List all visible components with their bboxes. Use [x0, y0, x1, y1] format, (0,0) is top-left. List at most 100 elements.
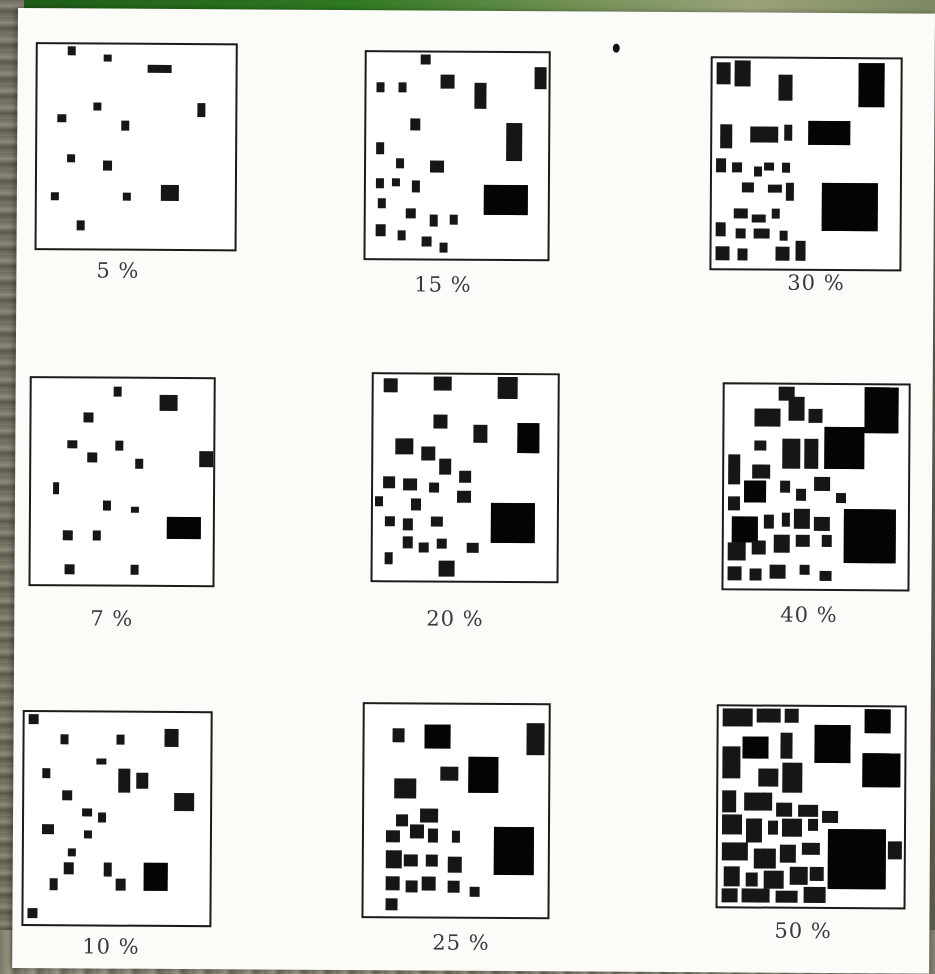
ink-block	[452, 831, 460, 843]
ink-block	[752, 214, 766, 222]
ink-block	[715, 246, 729, 260]
ink-block	[498, 377, 518, 399]
ink-block	[87, 452, 97, 462]
ink-block	[742, 736, 768, 758]
ink-block	[742, 888, 770, 902]
ink-block	[375, 496, 383, 506]
ink-block	[491, 503, 535, 543]
ink-block	[386, 876, 400, 890]
ink-block	[27, 908, 37, 918]
ink-block	[104, 55, 112, 62]
ink-block	[123, 193, 131, 201]
ink-block	[716, 158, 726, 172]
ink-block	[732, 162, 742, 172]
ink-block	[535, 67, 547, 89]
ink-block	[93, 102, 101, 110]
ink-block	[782, 819, 802, 837]
ink-block	[782, 513, 790, 527]
ink-block	[430, 215, 438, 227]
ink-block	[467, 543, 479, 553]
ink-block	[822, 183, 878, 231]
ink-block	[746, 872, 758, 886]
ink-block	[62, 790, 72, 800]
ink-block	[754, 166, 762, 176]
ink-block	[774, 535, 790, 553]
ink-block	[135, 459, 143, 469]
ink-block	[114, 387, 122, 397]
ink-block	[422, 876, 436, 890]
ink-block	[64, 862, 74, 874]
ink-block	[808, 121, 850, 145]
ink-block	[441, 75, 455, 89]
ink-block	[448, 857, 462, 873]
ink-block	[136, 773, 148, 789]
ink-block	[376, 142, 384, 154]
ink-block	[403, 518, 413, 530]
ink-block	[396, 158, 404, 168]
panel-50-percent	[716, 704, 907, 909]
ink-block	[494, 827, 534, 875]
ink-block	[754, 409, 780, 427]
ink-block	[778, 75, 792, 101]
ink-block	[723, 708, 753, 726]
ink-block	[411, 498, 421, 510]
ink-block	[98, 813, 106, 823]
ink-block	[722, 888, 738, 902]
ink-block	[820, 571, 832, 581]
panel-50-percent-label: 50 %	[774, 919, 832, 943]
ink-block	[121, 121, 129, 131]
ink-block	[798, 805, 818, 817]
ink-block	[724, 866, 740, 886]
ink-block	[439, 459, 451, 475]
ink-block	[788, 397, 804, 421]
ink-block	[144, 863, 168, 891]
ink-block	[406, 880, 418, 892]
ink-block	[406, 208, 416, 218]
ink-block	[722, 746, 740, 778]
ink-block	[104, 863, 112, 877]
ink-block	[422, 236, 432, 246]
ink-block	[780, 231, 788, 241]
ink-block	[814, 517, 830, 531]
ink-block	[752, 464, 770, 478]
ink-block	[822, 811, 838, 823]
ink-block	[752, 540, 766, 554]
ink-block	[754, 441, 766, 451]
ink-block	[376, 224, 386, 236]
ink-block	[776, 891, 798, 903]
ink-block	[717, 62, 731, 84]
ink-speck	[613, 44, 620, 53]
panel-10-percent	[21, 710, 212, 927]
ink-block	[29, 714, 39, 724]
ink-block	[808, 819, 818, 831]
ink-block	[764, 515, 774, 529]
panel-30-percent-label: 30 %	[787, 271, 845, 295]
ink-block	[810, 867, 824, 881]
ink-block	[420, 808, 438, 822]
ink-block	[117, 735, 125, 745]
ink-block	[780, 733, 792, 759]
ink-block	[96, 758, 106, 764]
ink-block	[757, 709, 781, 723]
panel-10-percent-label: 10 %	[82, 934, 140, 958]
ink-block	[63, 530, 73, 540]
ink-block	[433, 415, 447, 429]
ink-block	[174, 793, 194, 811]
ink-block	[864, 387, 898, 433]
panel-5-percent	[35, 42, 238, 251]
ink-block	[865, 709, 891, 733]
ink-block	[782, 163, 790, 173]
ink-block	[403, 536, 413, 548]
ink-block	[473, 425, 487, 443]
ink-block	[431, 517, 443, 527]
ink-block	[394, 778, 416, 798]
ink-block	[734, 208, 748, 218]
ink-block	[814, 725, 850, 763]
ink-block	[199, 451, 213, 467]
ink-block	[386, 850, 402, 868]
panel-15-percent-label: 15 %	[414, 272, 472, 296]
ink-block	[148, 65, 172, 73]
ink-block	[392, 178, 400, 186]
ink-block	[103, 501, 111, 511]
ink-block	[808, 409, 822, 423]
